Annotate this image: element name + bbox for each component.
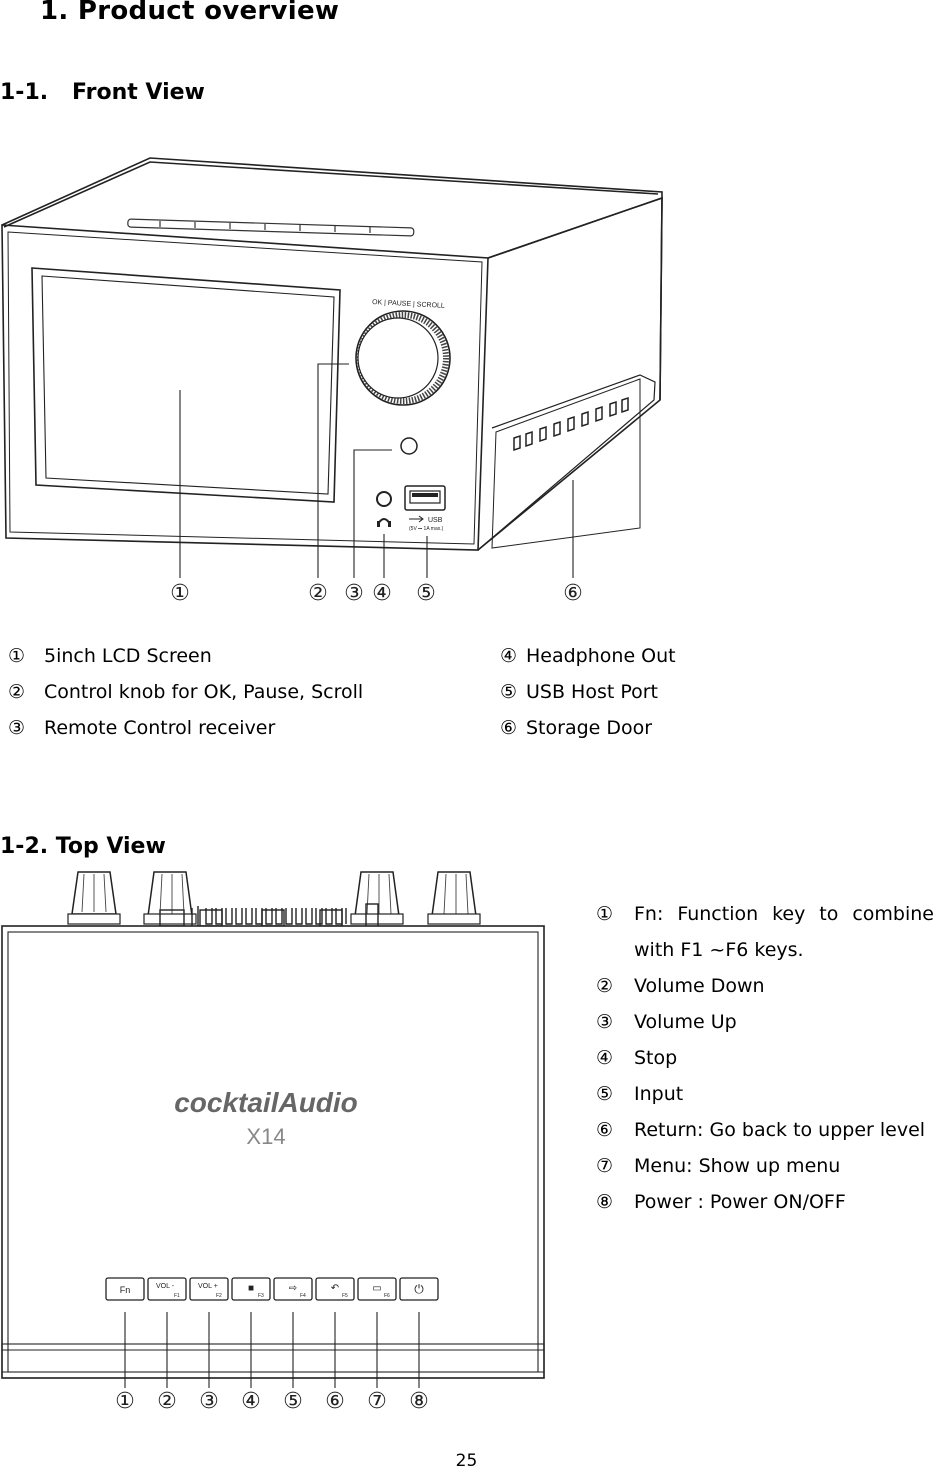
stop-icon: ■: [248, 1283, 254, 1294]
vol-up-label: VOL +: [198, 1283, 218, 1290]
fn-key-label: Fn: [120, 1285, 131, 1295]
usb-spec: (5V ⎓ 1A max.): [409, 526, 444, 532]
page-title: 1. Product overview: [40, 0, 340, 26]
front-view-heading: 1-1. Front View: [0, 80, 205, 105]
vol-up-key: [189, 1277, 229, 1301]
callout-8: ⑧: [409, 1389, 429, 1414]
front-view-number: 1-1.: [0, 80, 49, 105]
page-number: 25: [455, 1451, 478, 1471]
top-view-heading: 1-2. Top View: [0, 834, 166, 859]
usb-icon: [409, 515, 424, 523]
brand-logo: cocktailAudio: [174, 1087, 358, 1118]
input-key: [273, 1277, 313, 1301]
callout-7: ⑦: [367, 1389, 387, 1414]
return-icon: ↶: [331, 1283, 339, 1294]
fn-key: [105, 1277, 145, 1301]
power-icon: ⏻: [414, 1282, 424, 1296]
callout-1: ①: [170, 581, 190, 606]
headphone-jack: [376, 491, 392, 507]
callout-5: ⑤: [416, 581, 436, 606]
f4-label: F4: [300, 1293, 306, 1299]
callout-1: ①: [115, 1389, 135, 1414]
callout-5: ⑤: [283, 1389, 303, 1414]
return-key: [315, 1277, 355, 1301]
control-knob: [355, 310, 451, 406]
f5-label: F5: [342, 1293, 348, 1299]
callout-2: ②: [157, 1389, 177, 1414]
f6-label: F6: [384, 1293, 390, 1299]
callout-6: ⑥: [325, 1389, 345, 1414]
knob-label: OK | PAUSE | SCROLL: [372, 299, 445, 310]
vol-down-key: [147, 1277, 187, 1301]
callout-4: ④: [372, 581, 392, 606]
callout-3: ③: [344, 581, 364, 606]
top-view-illustration: cocktailAudio X14 Fn VOL - VOL + ■ ⇨ ↶ ▭…: [1, 871, 545, 1414]
usb-port: [404, 485, 446, 511]
front-view-title: Front View: [72, 80, 205, 105]
f3-label: F3: [258, 1293, 264, 1299]
stop-key: [231, 1277, 271, 1301]
model-logo: X14: [246, 1124, 285, 1149]
vol-down-label: VOL -: [156, 1283, 175, 1290]
callout-3: ③: [199, 1389, 219, 1414]
callout-2: ②: [308, 581, 328, 606]
menu-key: [357, 1277, 397, 1301]
callout-4: ④: [241, 1389, 261, 1414]
front-view-illustration: OK | PAUSE | SCROLL USB (5V ⎓ 1A max.) ①…: [1, 157, 663, 606]
callout-6: ⑥: [563, 581, 583, 606]
menu-icon: ▭: [372, 1283, 381, 1294]
f1-label: F1: [174, 1293, 180, 1299]
ir-receiver: [400, 437, 418, 455]
input-icon: ⇨: [289, 1283, 297, 1294]
usb-label: USB: [428, 517, 443, 524]
power-key: [399, 1277, 439, 1301]
f2-label: F2: [216, 1293, 222, 1299]
